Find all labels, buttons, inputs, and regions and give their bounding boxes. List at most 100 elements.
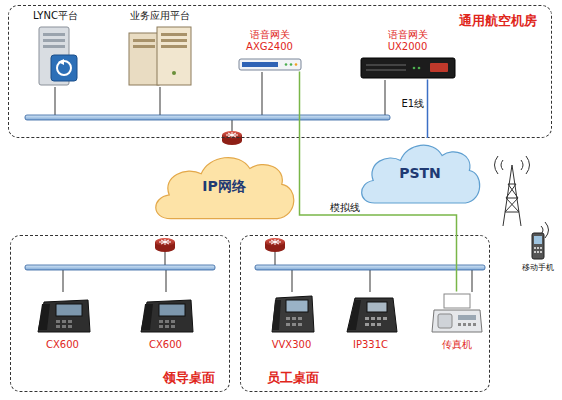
- decor-shape: [68, 320, 72, 323]
- device-label: 语音网关 AXG2400: [242, 29, 298, 53]
- decor-shape: [38, 300, 90, 332]
- decor-shape: [238, 56, 302, 72]
- decor-shape: [534, 236, 542, 244]
- decor-shape: [34, 292, 92, 336]
- vvx-icon: [266, 292, 318, 336]
- decor-shape: [348, 300, 361, 330]
- decor-shape: [298, 323, 302, 326]
- decor-shape: [159, 320, 175, 328]
- device-label: 语音网关 UX2000: [380, 29, 436, 53]
- axg-icon: [238, 56, 302, 72]
- decor-shape: [266, 292, 318, 336]
- network-cloud: PSTN: [355, 138, 485, 208]
- link-label: E1线: [402, 97, 425, 111]
- decor-shape: [155, 238, 175, 246]
- decor-shape: [292, 323, 296, 326]
- device-node: 传真机: [429, 292, 485, 364]
- decor-shape: [159, 87, 160, 116]
- decor-shape: [347, 298, 397, 332]
- decor-shape: [165, 270, 166, 292]
- decor-shape: [369, 270, 370, 292]
- decor-shape: [367, 302, 387, 312]
- device-node: 语音网关 UX2000: [358, 8, 458, 80]
- link-line: [300, 72, 457, 292]
- fax-icon: [430, 292, 484, 336]
- decor-shape: [33, 25, 79, 87]
- device-label: 传真机: [442, 339, 472, 351]
- device-label: 移动手机: [522, 263, 554, 273]
- decor-shape: [161, 33, 187, 36]
- desk-icon: [34, 292, 92, 336]
- device-node: 业务应用平台: [122, 10, 198, 87]
- decor-shape: [417, 66, 420, 69]
- decor-shape: [261, 72, 262, 116]
- region-title: 员工桌面: [267, 369, 319, 387]
- decor-shape: [58, 59, 64, 65]
- decor-shape: [159, 320, 163, 323]
- decor-shape: [274, 250, 275, 266]
- device-node: VVX300: [262, 292, 322, 364]
- decor-shape: [343, 292, 399, 336]
- network-label: PSTN: [399, 165, 441, 181]
- decor-shape: [360, 56, 456, 80]
- decor-shape: [463, 323, 466, 326]
- decor-shape: [43, 39, 65, 42]
- device-node: LYNC平台: [26, 10, 86, 87]
- decor-shape: [534, 247, 542, 253]
- decor-shape: [269, 239, 281, 245]
- decor-shape: [272, 296, 314, 332]
- decor-shape: [366, 69, 406, 71]
- link-label: 模拟线: [330, 201, 360, 215]
- room-region: 通用航空机房LYNC平台业务应用平台语音网关 AXG2400语音网关 UX200…: [8, 5, 552, 138]
- network-label: IP网络: [202, 178, 245, 196]
- lync-icon: [33, 25, 79, 87]
- decor-shape: [366, 64, 406, 66]
- decor-shape: [43, 45, 65, 48]
- decor-shape: [165, 325, 169, 328]
- decor-shape: [155, 238, 175, 252]
- radio-tower: [495, 156, 549, 238]
- decor-shape: [537, 251, 539, 253]
- decor-shape: [371, 323, 375, 326]
- decor-shape: [384, 80, 385, 116]
- device-label: CX600: [149, 339, 182, 351]
- decor-shape: [133, 45, 155, 48]
- decor-shape: [383, 317, 387, 320]
- region-title: 领导桌面: [163, 369, 215, 387]
- decor-shape: [137, 292, 195, 336]
- decor-shape: [540, 247, 542, 249]
- decor-shape: [532, 233, 544, 259]
- decor-shape: [51, 55, 77, 81]
- decor-shape: [286, 317, 302, 326]
- ux-icon: [360, 56, 456, 80]
- decor-shape: [430, 292, 484, 336]
- decor-shape: [222, 131, 242, 145]
- decor-shape: [56, 304, 82, 316]
- decor-shape: [468, 323, 471, 326]
- decor-shape: [432, 310, 482, 332]
- link-line: [427, 80, 429, 139]
- decor-shape: [157, 27, 191, 85]
- ip331-icon: [343, 292, 399, 336]
- decor-shape: [292, 317, 296, 320]
- decor-shape: [54, 87, 55, 116]
- decor-shape: [159, 325, 163, 328]
- decor-shape: [444, 294, 470, 308]
- decor-shape: [242, 62, 278, 67]
- device-node: 移动手机: [518, 232, 558, 278]
- decor-shape: [255, 265, 485, 270]
- decor-shape: [534, 247, 536, 249]
- decor-shape: [25, 115, 390, 120]
- device-label: VVX300: [272, 339, 312, 351]
- decor-shape: [534, 251, 536, 253]
- decor-shape: [125, 25, 195, 87]
- decor-shape: [56, 325, 60, 328]
- decor-shape: [159, 304, 185, 316]
- decor-shape: [365, 317, 369, 320]
- decor-shape: [161, 45, 187, 48]
- decor-shape: [141, 304, 153, 330]
- decor-shape: [471, 270, 472, 292]
- room-region: 员工桌面VVX300IP331C传真机: [240, 235, 490, 392]
- decor-shape: [265, 238, 285, 252]
